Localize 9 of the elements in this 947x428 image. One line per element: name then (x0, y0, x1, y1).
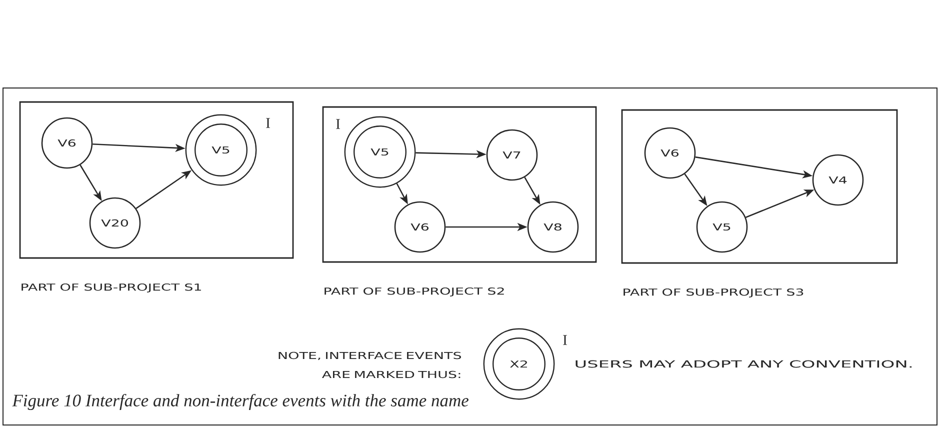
node-mark: I (336, 119, 340, 129)
panel-caption: PART OF SUB-PROJECT S3 (624, 288, 804, 298)
node-mark: I (563, 335, 567, 345)
note-text: NOTE, INTERFACE EVENTS ARE MARKED THUS: (278, 352, 462, 378)
panel-caption: PART OF SUB-PROJECT S1 (22, 284, 201, 292)
panel-caption: PART OF SUB-PROJECT S2 (324, 288, 504, 296)
note-text: USERS MAY ADOPT ANY CONVENTION. (576, 360, 912, 368)
node-mark: I (266, 118, 270, 128)
figure-caption: Figure 10 Interface and non-interface events with the same name (12, 394, 468, 410)
